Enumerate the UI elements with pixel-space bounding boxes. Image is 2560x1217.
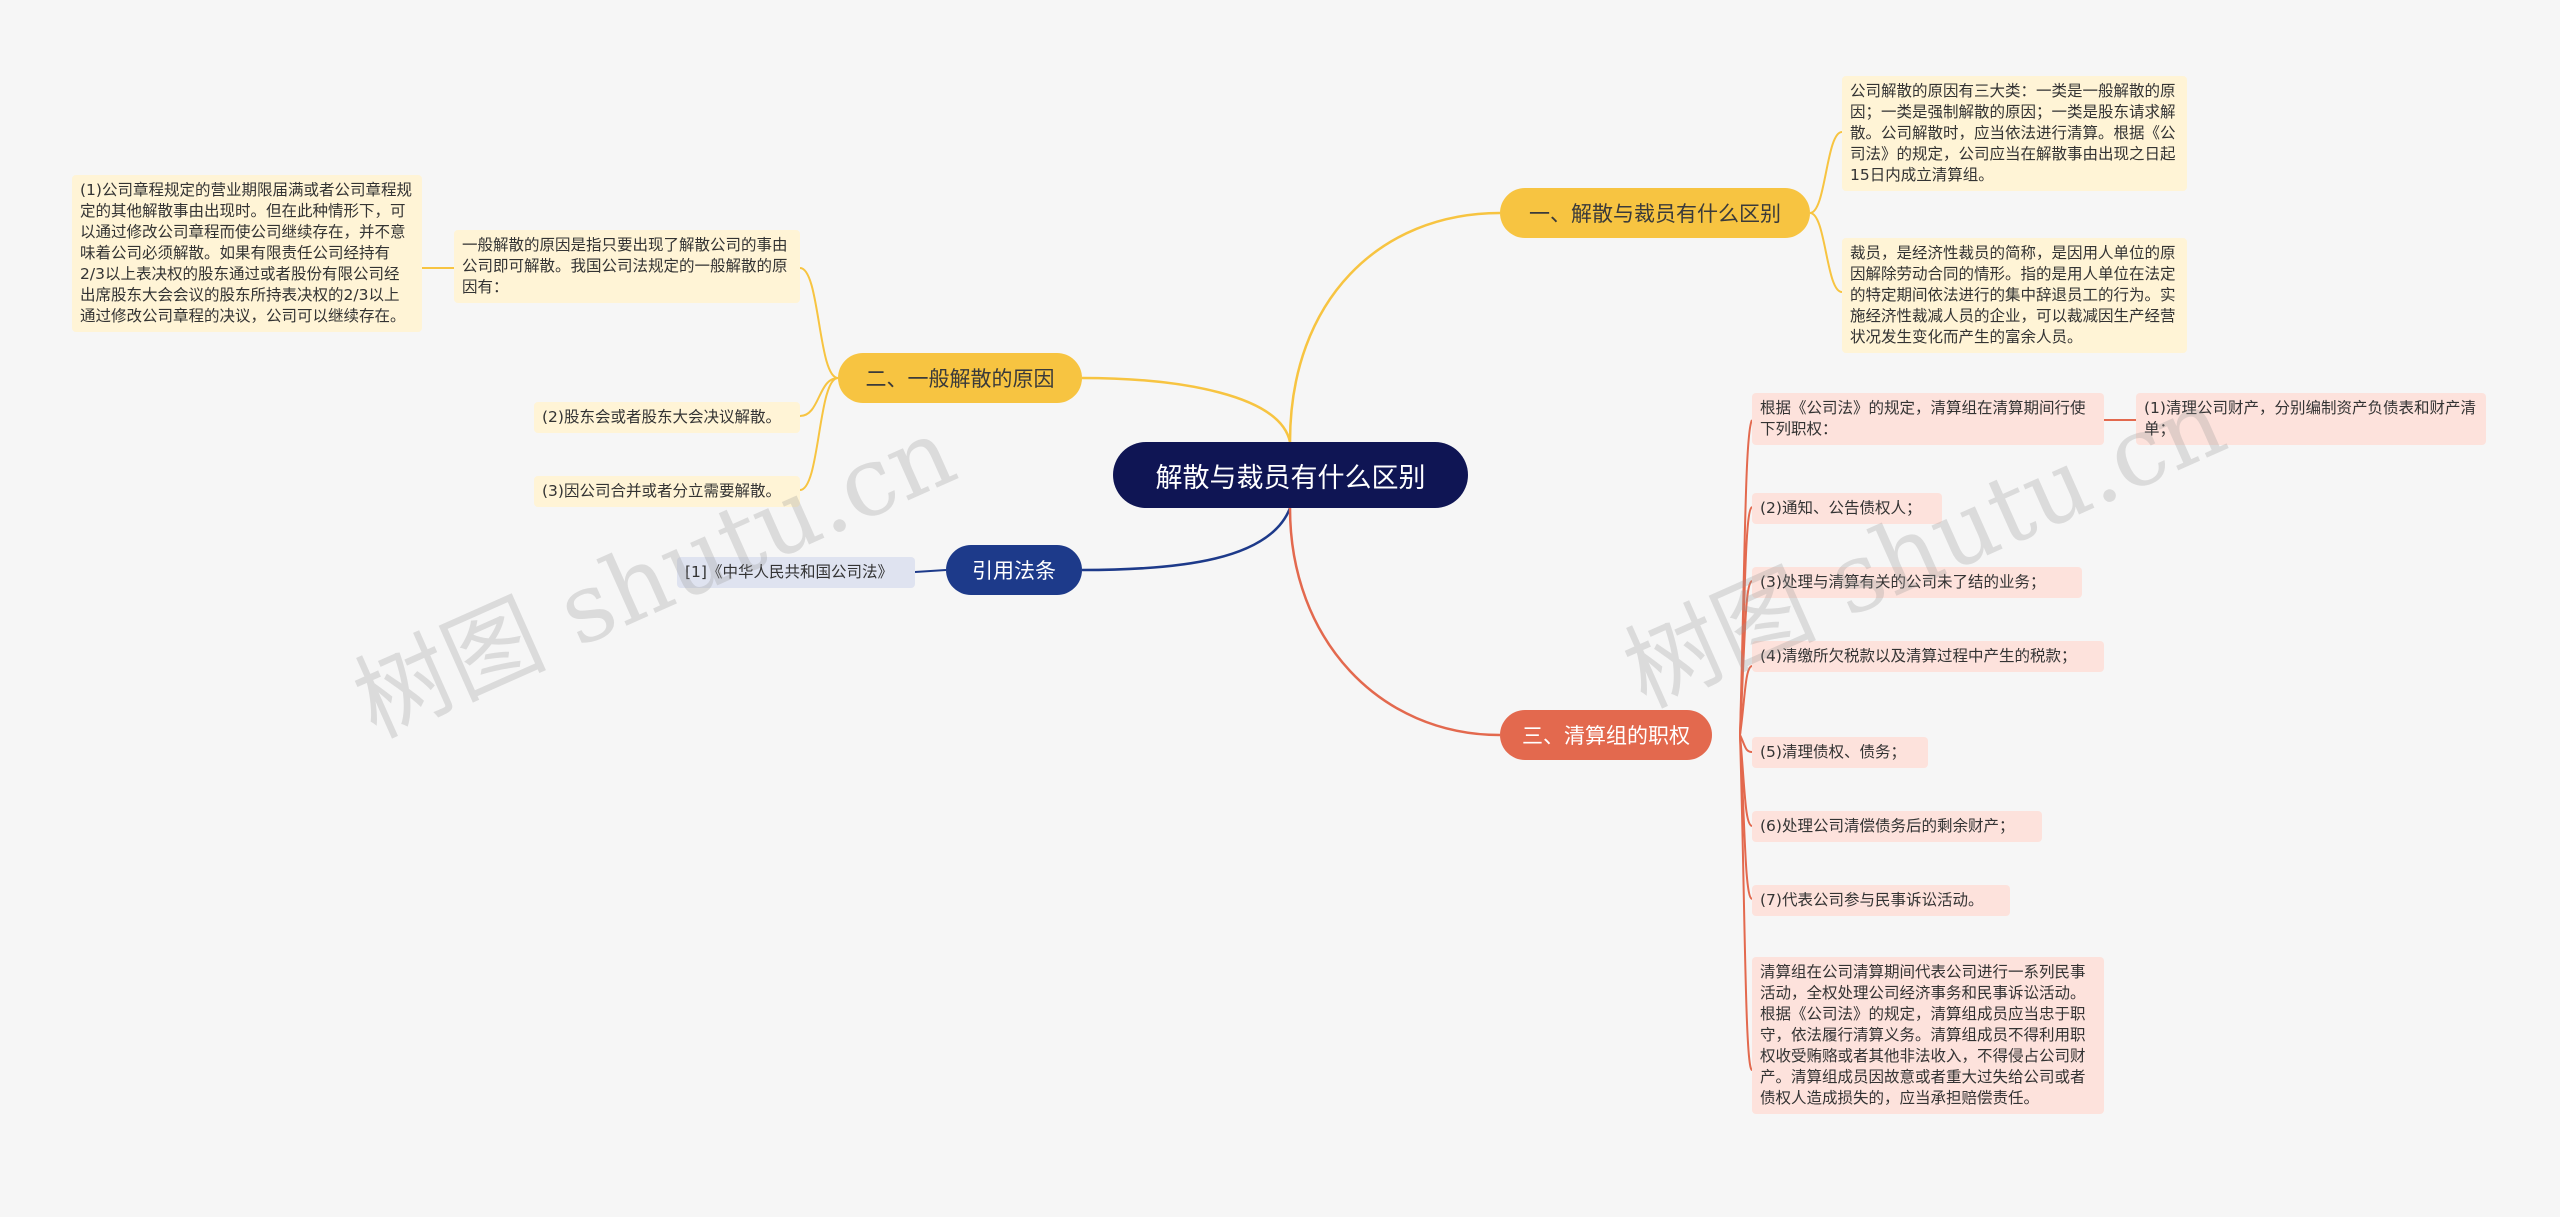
- leaf-power-5[interactable]: (5)清理债权、债务；: [1752, 737, 1928, 768]
- leaf-power-1[interactable]: (1)清理公司财产，分别编制资产负债表和财产清单；: [2136, 393, 2486, 445]
- leaf-power-6[interactable]: (6)处理公司清偿债务后的剩余财产；: [1752, 811, 2042, 842]
- link-b1-leaf1: [1809, 131, 1843, 214]
- leaf-power-4[interactable]: (4)清缴所欠税款以及清算过程中产生的税款；: [1752, 641, 2104, 672]
- leaf-powers-intro[interactable]: 根据《公司法》的规定，清算组在清算期间行使下列职权：: [1752, 393, 2104, 445]
- link-root-b1: [1288, 211, 1501, 443]
- link-root-b2: [1081, 376, 1292, 443]
- link-b2-leaf2: [799, 377, 839, 417]
- leaf-layoff-definition[interactable]: 裁员，是经济性裁员的简称，是因用人单位的原因解除劳动合同的情形。指的是用人单位在…: [1842, 238, 2187, 353]
- leaf-power-3[interactable]: (3)处理与清算有关的公司未了结的业务；: [1752, 567, 2082, 598]
- leaf-articles-expiry[interactable]: (1)公司章程规定的营业期限届满或者公司章程规定的其他解散事由出现时。但在此种情…: [72, 175, 422, 332]
- root-node[interactable]: 解散与裁员有什么区别: [1113, 442, 1468, 508]
- leaf-company-law-citation[interactable]: [1]《中华人民共和国公司法》: [677, 557, 915, 588]
- leaf-general-dissolution-intro[interactable]: 一般解散的原因是指只要出现了解散公司的事由公司即可解散。我国公司法规定的一般解散…: [454, 230, 800, 303]
- link-root-b3: [1081, 507, 1292, 572]
- leaf-power-7[interactable]: (7)代表公司参与民事诉讼活动。: [1752, 885, 2010, 916]
- leaf-shareholder-resolution[interactable]: (2)股东会或者股东大会决议解散。: [534, 402, 800, 433]
- link-b4-l3: [1739, 580, 1753, 736]
- branch-cited-law[interactable]: 引用法条: [946, 545, 1082, 595]
- link-b4-l8: [1739, 734, 1753, 1071]
- root-label: 解散与裁员有什么区别: [1155, 462, 1426, 494]
- branch-label: 引用法条: [972, 559, 1056, 583]
- leaf-liquidation-duties[interactable]: 清算组在公司清算期间代表公司进行一系列民事活动，全权处理公司经济事务和民事诉讼活…: [1752, 957, 2104, 1114]
- link-b3-leaf: [914, 569, 947, 573]
- leaf-power-2[interactable]: (2)通知、公告债权人；: [1752, 493, 1942, 524]
- branch-label: 一、解散与裁员有什么区别: [1529, 202, 1781, 226]
- leaf-dissolution-reasons[interactable]: 公司解散的原因有三大类：一类是一般解散的原因；一类是强制解散的原因；一类是股东请…: [1842, 76, 2187, 191]
- link-b2-leaf3: [799, 377, 839, 491]
- branch-label: 二、一般解散的原因: [865, 367, 1055, 391]
- link-b4-l4: [1739, 665, 1753, 736]
- branch-general-dissolution-reasons[interactable]: 二、一般解散的原因: [838, 353, 1082, 403]
- link-root-b4: [1288, 507, 1501, 737]
- branch-label: 三、清算组的职权: [1522, 724, 1690, 748]
- link-b1-leaf2: [1809, 212, 1843, 293]
- link-b2-intro: [799, 267, 839, 379]
- branch-liquidation-powers[interactable]: 三、清算组的职权: [1500, 710, 1712, 760]
- leaf-merger-split[interactable]: (3)因公司合并或者分立需要解散。: [534, 476, 800, 507]
- branch-dissolution-vs-layoff[interactable]: 一、解散与裁员有什么区别: [1500, 188, 1810, 238]
